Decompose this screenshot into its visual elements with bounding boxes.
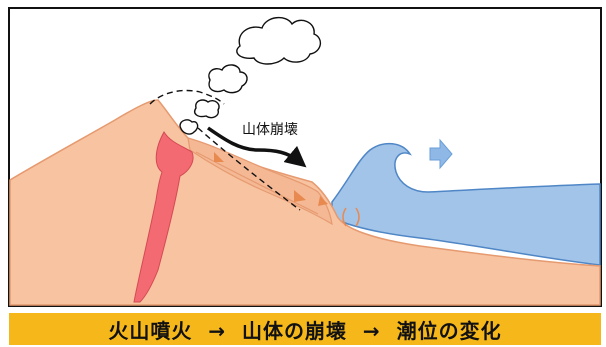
caption-text: 火山噴火 → 山体の崩壊 → 潮位の変化	[108, 318, 502, 343]
cloud-tiny	[179, 119, 199, 135]
collapse-direction-arrow	[206, 126, 307, 168]
eruption-clouds	[179, 17, 321, 135]
cloud-large	[236, 17, 321, 65]
slide-arrow-3	[318, 196, 328, 206]
slide-arrow-2	[294, 190, 306, 202]
cloud-small	[194, 99, 220, 119]
slip-surface-dashed	[197, 127, 301, 211]
former-summit-outline	[149, 89, 225, 105]
magma-conduit	[133, 131, 194, 303]
caption-bar: 火山噴火 → 山体の崩壊 → 潮位の変化	[9, 313, 601, 345]
slide-arrow-1	[214, 152, 224, 162]
collapse-label: 山体崩壊	[242, 122, 298, 138]
cloud-medium	[208, 64, 248, 94]
collapse-fault-line	[195, 151, 319, 215]
splash-mark	[342, 207, 360, 227]
sea	[331, 142, 601, 266]
wave-propagation-arrow	[429, 138, 453, 170]
